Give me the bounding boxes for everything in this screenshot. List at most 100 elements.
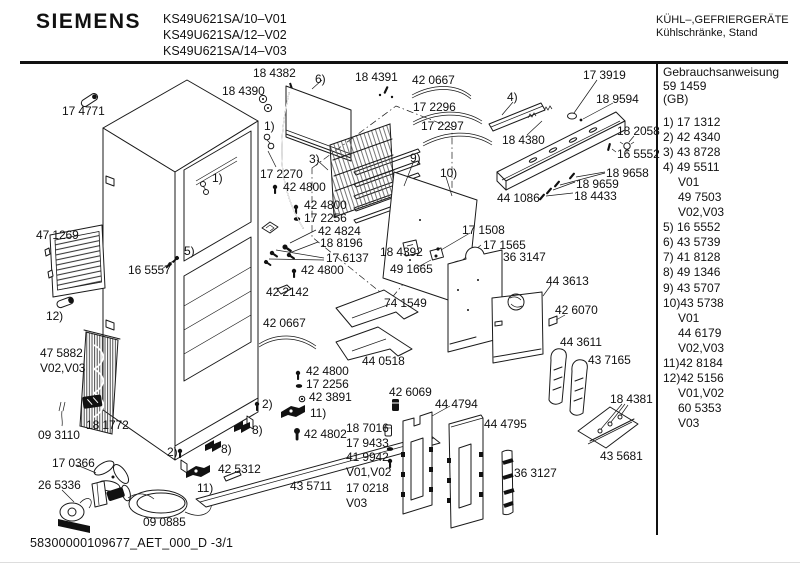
part-label: 6): [315, 72, 326, 86]
part-label: 44 1086: [497, 191, 540, 205]
part-label: 42 4824: [318, 224, 361, 238]
part-label: 18 9594: [596, 92, 639, 106]
part-label: 1): [212, 171, 223, 185]
part-label: 42 0667: [263, 316, 306, 330]
part-label: 18 8196: [320, 236, 363, 250]
fitting-184391: [378, 85, 394, 99]
part-label: 42 6070: [555, 303, 598, 317]
part-label: 18 4433: [574, 189, 617, 203]
part-label: 17 2296: [413, 100, 456, 114]
vent-grille: [44, 224, 106, 298]
clip-7: [261, 221, 279, 234]
parts-list-item: V03: [678, 416, 700, 431]
door-handle-part: [80, 93, 99, 108]
clip-plate-425312: [223, 470, 242, 482]
air-duct-blades: [548, 348, 588, 416]
back-panel-444795: [447, 414, 484, 529]
parts-list-item: 11)42 8184: [663, 356, 723, 370]
part-label: 09 0885: [143, 515, 186, 529]
part-label: 17 2297: [421, 119, 464, 133]
part-label: 47 5882: [40, 346, 83, 360]
parts-list-item: 60 5353: [678, 401, 722, 416]
part-label: V01,V02: [346, 465, 392, 479]
parts-list-item: 10)43 5738: [663, 295, 724, 310]
small-parts-bottom-center: [384, 399, 399, 437]
part-label: 44 4795: [484, 417, 527, 431]
part-label: 43 5711: [290, 479, 332, 493]
parts-list-item: 6) 43 5739: [663, 235, 721, 250]
parts-list-item: V02,V03: [678, 340, 725, 355]
parts-list-item: 8) 49 1346: [663, 265, 721, 280]
part-label: 42 4800: [301, 263, 344, 277]
part-label: 42 5312: [218, 462, 261, 476]
support-bracket-440518: [335, 326, 413, 361]
hinge-parts-184390: [258, 94, 273, 113]
part-label: 8): [252, 423, 263, 437]
parts-list-item: 2) 42 4340: [663, 129, 721, 144]
cover-plate-435681: [577, 403, 639, 449]
parts-list-item: V01: [678, 310, 700, 325]
part-label: 18 1772: [86, 418, 129, 432]
evaporator-assembly: [311, 79, 478, 307]
part-label: 17 2256: [304, 211, 347, 225]
clip-422142: [276, 284, 292, 295]
part-label: 36 3127: [514, 466, 557, 480]
part-label: 44 4794: [435, 397, 478, 411]
part-label: 44 3611: [560, 335, 602, 349]
parts-list-item: 4) 49 5511: [663, 159, 720, 174]
parts-list-item: 3) 43 8728: [663, 144, 721, 159]
part-label: 26 5336: [38, 478, 81, 492]
model-number: KS49U621SA/10–V01: [163, 12, 287, 26]
part-label: 11): [310, 406, 327, 420]
drain-tube-part: [58, 401, 66, 427]
part-label: 18 4380: [502, 133, 545, 147]
clip-1-top: [263, 133, 275, 150]
part-label: 18 4391: [355, 70, 398, 84]
parts-list-item: V01: [678, 174, 700, 189]
part-label: 42 0667: [412, 73, 455, 87]
category-line-1: KÜHL–,GEFRIERGERÄTE: [656, 14, 789, 26]
sidebar-divider: [656, 64, 658, 535]
parts-list-item: 1) 17 1312: [663, 114, 721, 129]
part-label: 12): [46, 309, 64, 323]
part-label: 16 5552: [617, 147, 660, 161]
part-label: 17 9433: [346, 436, 389, 450]
part-label: 18 4382: [253, 66, 296, 80]
leader-lines: [161, 150, 325, 270]
part-label: 11): [197, 481, 214, 495]
part-label: 18 4381: [610, 392, 653, 406]
sidebar-doc-number: 59 1459: [663, 78, 707, 93]
part-label: 42 2142: [266, 285, 309, 299]
part-label: V03: [346, 496, 368, 510]
parts-list-item: V02,V03: [678, 205, 725, 220]
support-bracket-741549: [335, 289, 419, 328]
condenser: [79, 329, 121, 435]
parts-list-item: 7) 41 8128: [663, 250, 721, 265]
part-label: V02,V03: [40, 361, 86, 375]
refrigerator-cabinet: [102, 79, 259, 474]
part-label: 18 4392: [380, 245, 423, 259]
part-label: 17 1565: [483, 238, 526, 252]
part-label: 4): [507, 90, 518, 104]
parts-list-item: V01,V02: [678, 386, 725, 401]
parts-list-item: 44 6179: [678, 325, 722, 340]
part-label: 5): [184, 244, 195, 258]
part-label: 49 1665: [390, 262, 433, 276]
sidebar-title: Gebrauchsanweisung: [663, 65, 780, 79]
door-shelf-rail: [488, 101, 553, 132]
part-label: 17 2256: [306, 377, 349, 391]
door-shelf-bar: [496, 111, 626, 191]
part-label: 8): [221, 442, 232, 456]
part-label: 9): [410, 151, 421, 165]
compressor-assembly: [58, 489, 92, 533]
part-label: 42 6069: [389, 385, 432, 399]
part-label: 17 3919: [583, 68, 626, 82]
divider-plate-363147: [447, 246, 503, 353]
part-label: 44 3613: [546, 274, 589, 288]
part-label: 41 9942: [346, 450, 389, 464]
sidebar-language: (GB): [663, 92, 689, 106]
part-label: 09 3110: [38, 428, 80, 442]
